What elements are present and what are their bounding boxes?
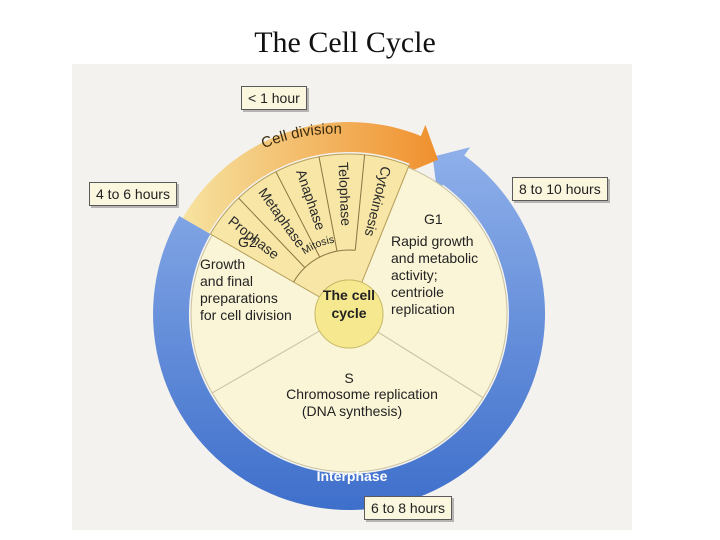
s-name: S bbox=[344, 370, 353, 386]
mitosis-inner-arc bbox=[293, 249, 356, 283]
center-label-line1: The cell bbox=[323, 287, 375, 303]
center-label-line2: cycle bbox=[331, 305, 366, 321]
s-duration-box: 6 to 8 hours bbox=[364, 496, 452, 520]
page-title: The Cell Cycle bbox=[254, 26, 436, 59]
mitosis-divider-line bbox=[275, 171, 321, 258]
mitosis-divider-line bbox=[318, 156, 338, 252]
interphase-label: Interphase bbox=[317, 468, 388, 484]
g1-line-1: Rapid growth bbox=[391, 233, 474, 249]
mitosis-divider-line bbox=[238, 197, 306, 268]
g2-name: G2 bbox=[238, 234, 257, 250]
division-duration-box: < 1 hour bbox=[241, 86, 307, 110]
g1-name: G1 bbox=[424, 211, 443, 227]
cell-division-arc bbox=[182, 122, 438, 233]
s-line-2: (DNA synthesis) bbox=[302, 403, 402, 419]
g1-line-4: centriole bbox=[391, 284, 444, 300]
g1-line-5: replication bbox=[391, 301, 455, 317]
mitosis-divider-line bbox=[354, 154, 366, 251]
mitosis-dividers bbox=[238, 154, 366, 283]
g2-line-3: preparations bbox=[200, 290, 278, 306]
g2-line-2: and final bbox=[200, 273, 253, 289]
g1-duration-box: 8 to 10 hours bbox=[512, 177, 608, 201]
g1-line-2: and metabolic bbox=[391, 250, 478, 266]
center-circle bbox=[314, 279, 384, 349]
g2-line-4: for cell division bbox=[200, 307, 292, 323]
g2-line-1: Growth bbox=[200, 256, 245, 272]
s-line-1: Chromosome replication bbox=[286, 386, 438, 402]
mitosis-phase-label: Telophase bbox=[335, 162, 354, 227]
cell-cycle-diagram: The cell cycle Cell division Mitosis Pro… bbox=[153, 121, 546, 511]
cell-cycle-figure: The cell cycle Cell division Mitosis Pro… bbox=[72, 64, 632, 530]
g2-duration-box: 4 to 6 hours bbox=[89, 182, 177, 206]
g1-line-3: activity; bbox=[391, 267, 438, 283]
